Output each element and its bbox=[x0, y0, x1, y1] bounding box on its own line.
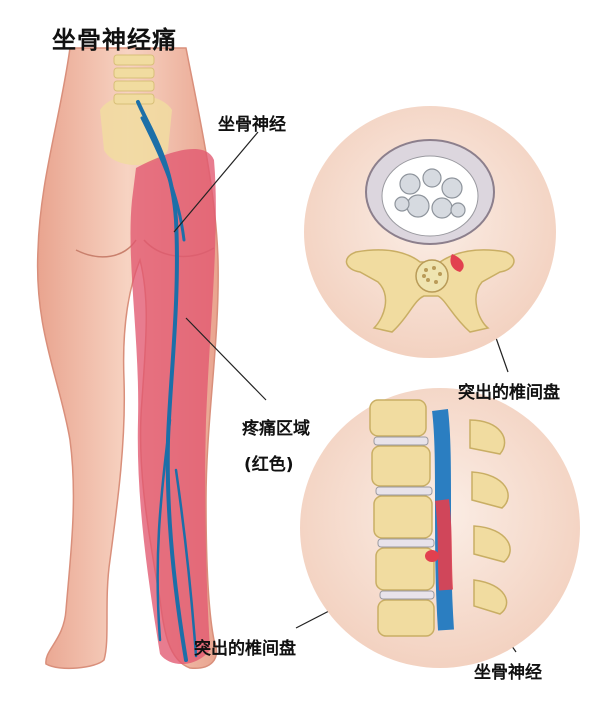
label-herniated-disc-cross-section: 突出的椎间盘 bbox=[458, 383, 560, 403]
label-sciatic-nerve-bottom: 坐骨神经 bbox=[474, 663, 542, 683]
leg-anatomy-illustration bbox=[36, 47, 219, 670]
label-sciatic-nerve-top: 坐骨神经 bbox=[218, 115, 286, 135]
label-pain-area: 疼痛区域 bbox=[242, 419, 310, 439]
spine-side-view-illustration bbox=[300, 388, 580, 668]
page-title: 坐骨神经痛 bbox=[52, 26, 177, 54]
spine-cross-section-illustration bbox=[304, 106, 556, 358]
label-herniated-disc-side: 突出的椎间盘 bbox=[194, 639, 296, 659]
label-pain-area-color: (红色) bbox=[244, 455, 294, 475]
